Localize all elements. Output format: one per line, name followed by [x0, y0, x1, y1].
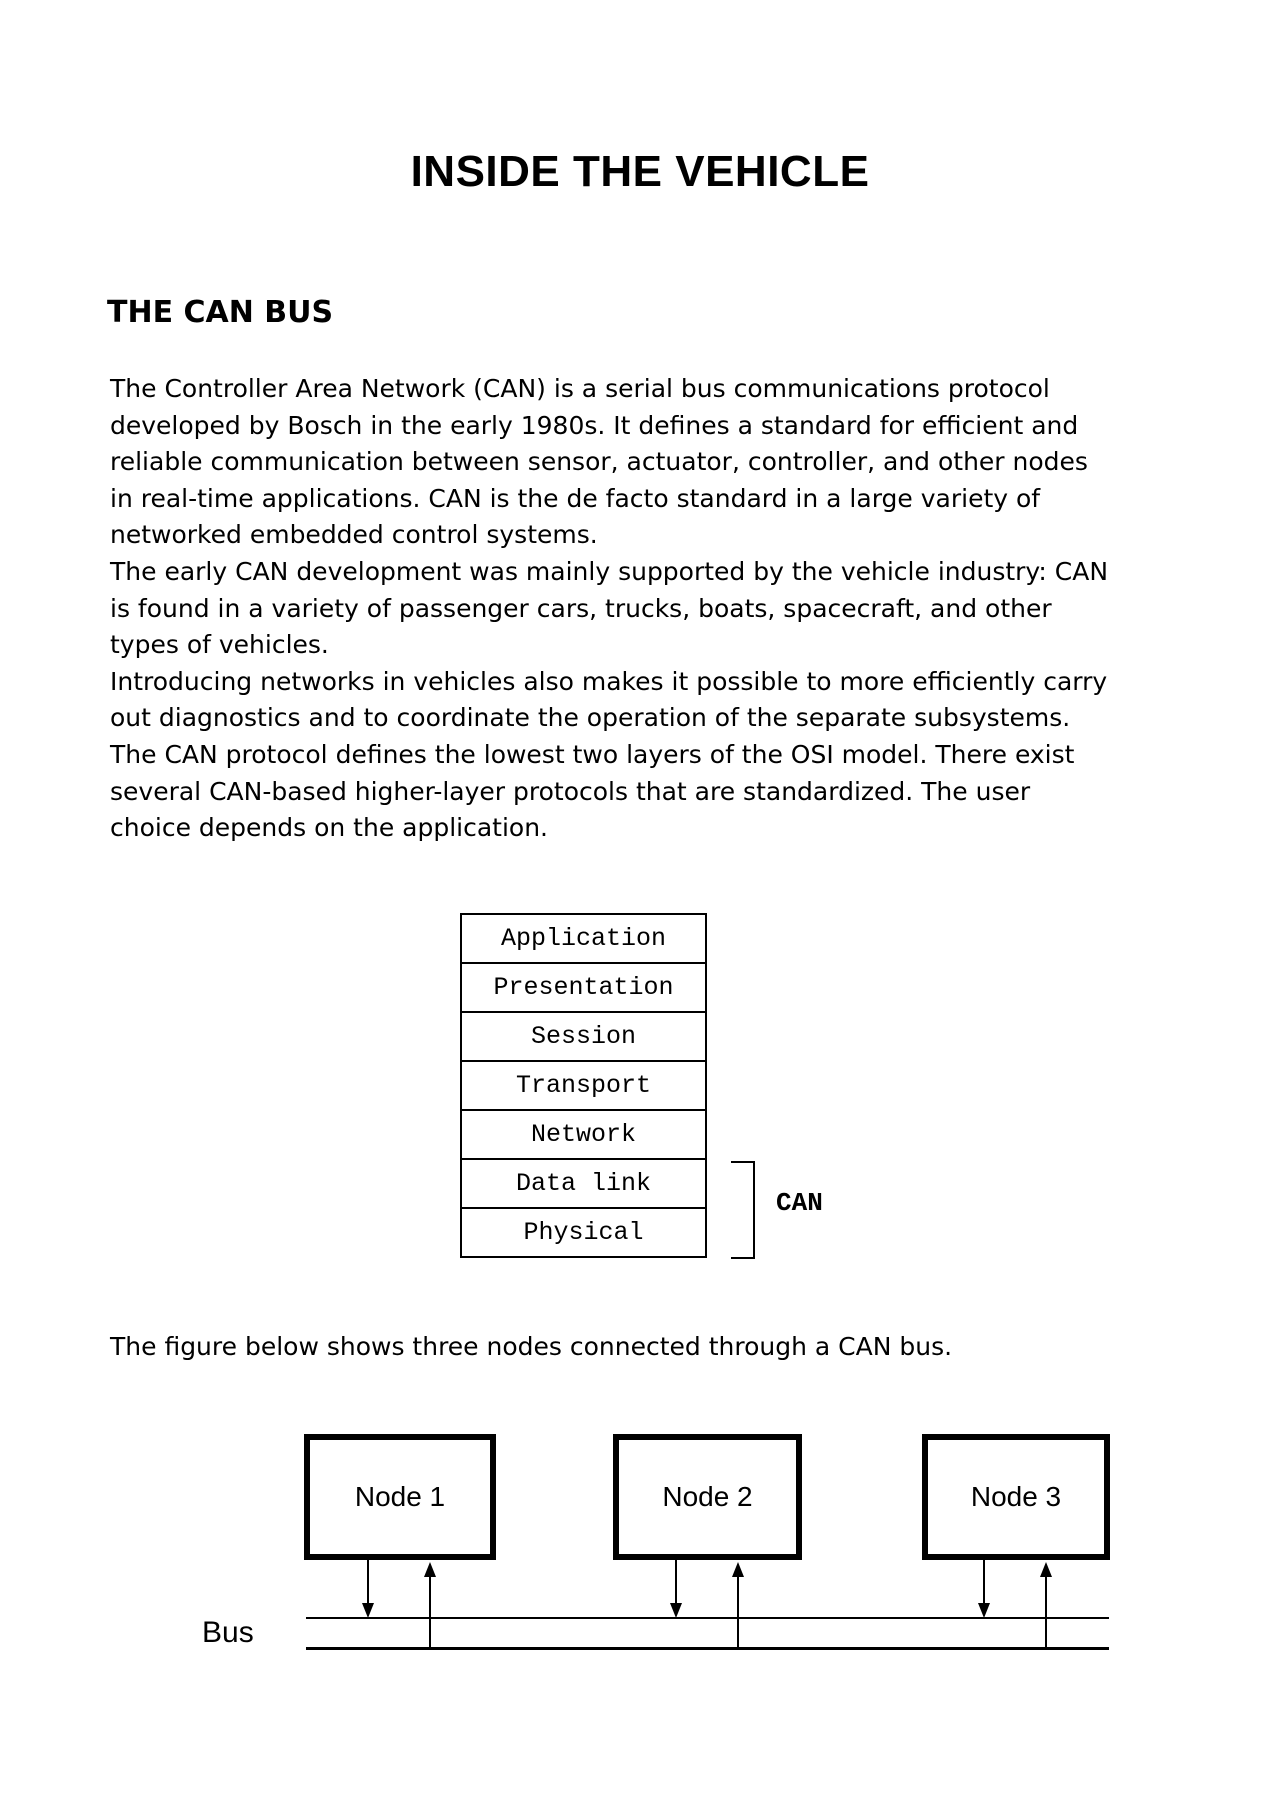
node-3-rx-arrow-shaft	[1045, 1577, 1047, 1649]
osi-layer-presentation: Presentation	[462, 964, 705, 1013]
node-1-tx-arrow-shaft	[367, 1560, 369, 1603]
osi-stack-box: Application Presentation Session Transpo…	[460, 913, 707, 1258]
figure-caption: The figure below shows three nodes conne…	[110, 1332, 953, 1361]
node-2-tx-arrow-shaft	[675, 1560, 677, 1603]
node-2-box: Node 2	[613, 1434, 802, 1560]
node-3-rx-arrowhead-icon	[1040, 1562, 1052, 1577]
section-heading: THE CAN BUS	[107, 295, 334, 330]
node-1-rx-arrowhead-icon	[424, 1562, 436, 1577]
node-3-tx-arrowhead-icon	[978, 1603, 990, 1618]
osi-layer-data-link: Data link	[462, 1160, 705, 1209]
node-3-box: Node 3	[922, 1434, 1110, 1560]
can-bracket-bottom-tick	[731, 1257, 755, 1259]
bus-upper-line	[306, 1617, 1109, 1619]
node-1-box: Node 1	[304, 1434, 496, 1560]
node-2-rx-arrowhead-icon	[732, 1562, 744, 1577]
can-bracket-label: CAN	[776, 1188, 823, 1218]
page-title: INSIDE THE VEHICLE	[410, 147, 870, 196]
osi-layer-application: Application	[462, 915, 705, 964]
node-1-rx-arrow-shaft	[429, 1577, 431, 1649]
node-3-tx-arrow-shaft	[983, 1560, 985, 1603]
osi-layer-transport: Transport	[462, 1062, 705, 1111]
node-2-rx-arrow-shaft	[737, 1577, 739, 1649]
osi-layer-physical: Physical	[523, 1218, 644, 1247]
node-2-tx-arrowhead-icon	[670, 1603, 682, 1618]
can-bracket-top-tick	[731, 1161, 755, 1163]
bus-lower-line	[306, 1647, 1109, 1650]
osi-layer-network: Network	[462, 1111, 705, 1160]
osi-layer-session: Session	[462, 1013, 705, 1062]
body-text: The Controller Area Network (CAN) is a s…	[110, 374, 1109, 843]
can-bracket-vertical	[753, 1161, 755, 1259]
bus-label: Bus	[202, 1616, 254, 1649]
node-1-tx-arrowhead-icon	[362, 1603, 374, 1618]
